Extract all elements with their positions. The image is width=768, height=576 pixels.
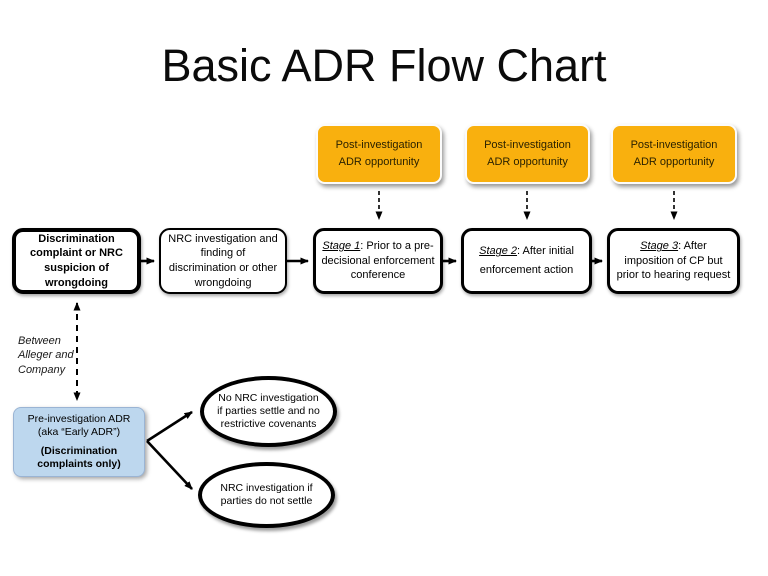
stage3-box: Stage 3: After imposition of CP but prio… [607,228,740,294]
pre-investigation-adr-line2: (aka “Early ADR”) [37,425,121,438]
outcome-no-investigation-ellipse: No NRC investigation if parties settle a… [200,376,337,447]
arrow-preadr-to-no-investigation [146,410,193,443]
nrc-investigation-box: NRC investigation and finding of discrim… [159,228,287,294]
discrimination-complaint-box: Discrimination complaint or NRC suspicio… [12,228,141,294]
stage2-box: Stage 2: After initial enforcement actio… [461,228,592,294]
post-investigation-adr-box-2: Post-investigation ADR opportunity [465,124,590,184]
stage1-rest: : Prior to a pre-decisional enforcement … [321,240,435,282]
pre-investigation-adr-line3: (Discrimination complaints only) [37,445,121,471]
stage3-label: Stage 3: After imposition of CP but prio… [615,239,732,283]
outcome-investigation-label: NRC investigation if parties do not sett… [220,482,313,507]
pre-investigation-adr-box: Pre-investigation ADR (aka “Early ADR”) … [13,407,145,477]
discrimination-complaint-label: Discrimination complaint or NRC suspicio… [30,232,123,289]
stage1-box: Stage 1: Prior to a pre-decisional enfor… [313,228,443,294]
outcome-no-investigation-label: No NRC investigation if parties settle a… [217,392,320,430]
page-title: Basic ADR Flow Chart [161,40,607,91]
arrow-preadr-to-investigation [146,440,193,490]
post-investigation-adr-box-3: Post-investigation ADR opportunity [611,124,737,184]
post-investigation-adr-label-2: Post-investigation ADR opportunity [484,138,571,168]
stage1-prefix: Stage 1 [322,240,361,253]
pre-investigation-adr-line1: Pre-investigation ADR [27,412,131,425]
post-investigation-adr-box-1: Post-investigation ADR opportunity [316,124,442,184]
stage1-label: Stage 1: Prior to a pre-decisional enfor… [321,239,435,283]
stage2-prefix: Stage 2 [479,245,518,258]
stage3-prefix: Stage 3 [640,240,679,253]
post-investigation-adr-label-1: Post-investigation ADR opportunity [335,138,423,168]
nrc-investigation-label: NRC investigation and finding of discrim… [168,232,278,289]
stage2-label: Stage 2: After initial enforcement actio… [469,242,584,279]
between-alleger-company-note: Between Alleger and Company [18,335,74,376]
post-investigation-adr-label-3: Post-investigation ADR opportunity [630,138,718,168]
outcome-investigation-ellipse: NRC investigation if parties do not sett… [198,462,335,528]
stage2-rest: : After initial enforcement action [479,245,574,276]
stage3-rest: : After imposition of CP but prior to he… [616,240,731,282]
